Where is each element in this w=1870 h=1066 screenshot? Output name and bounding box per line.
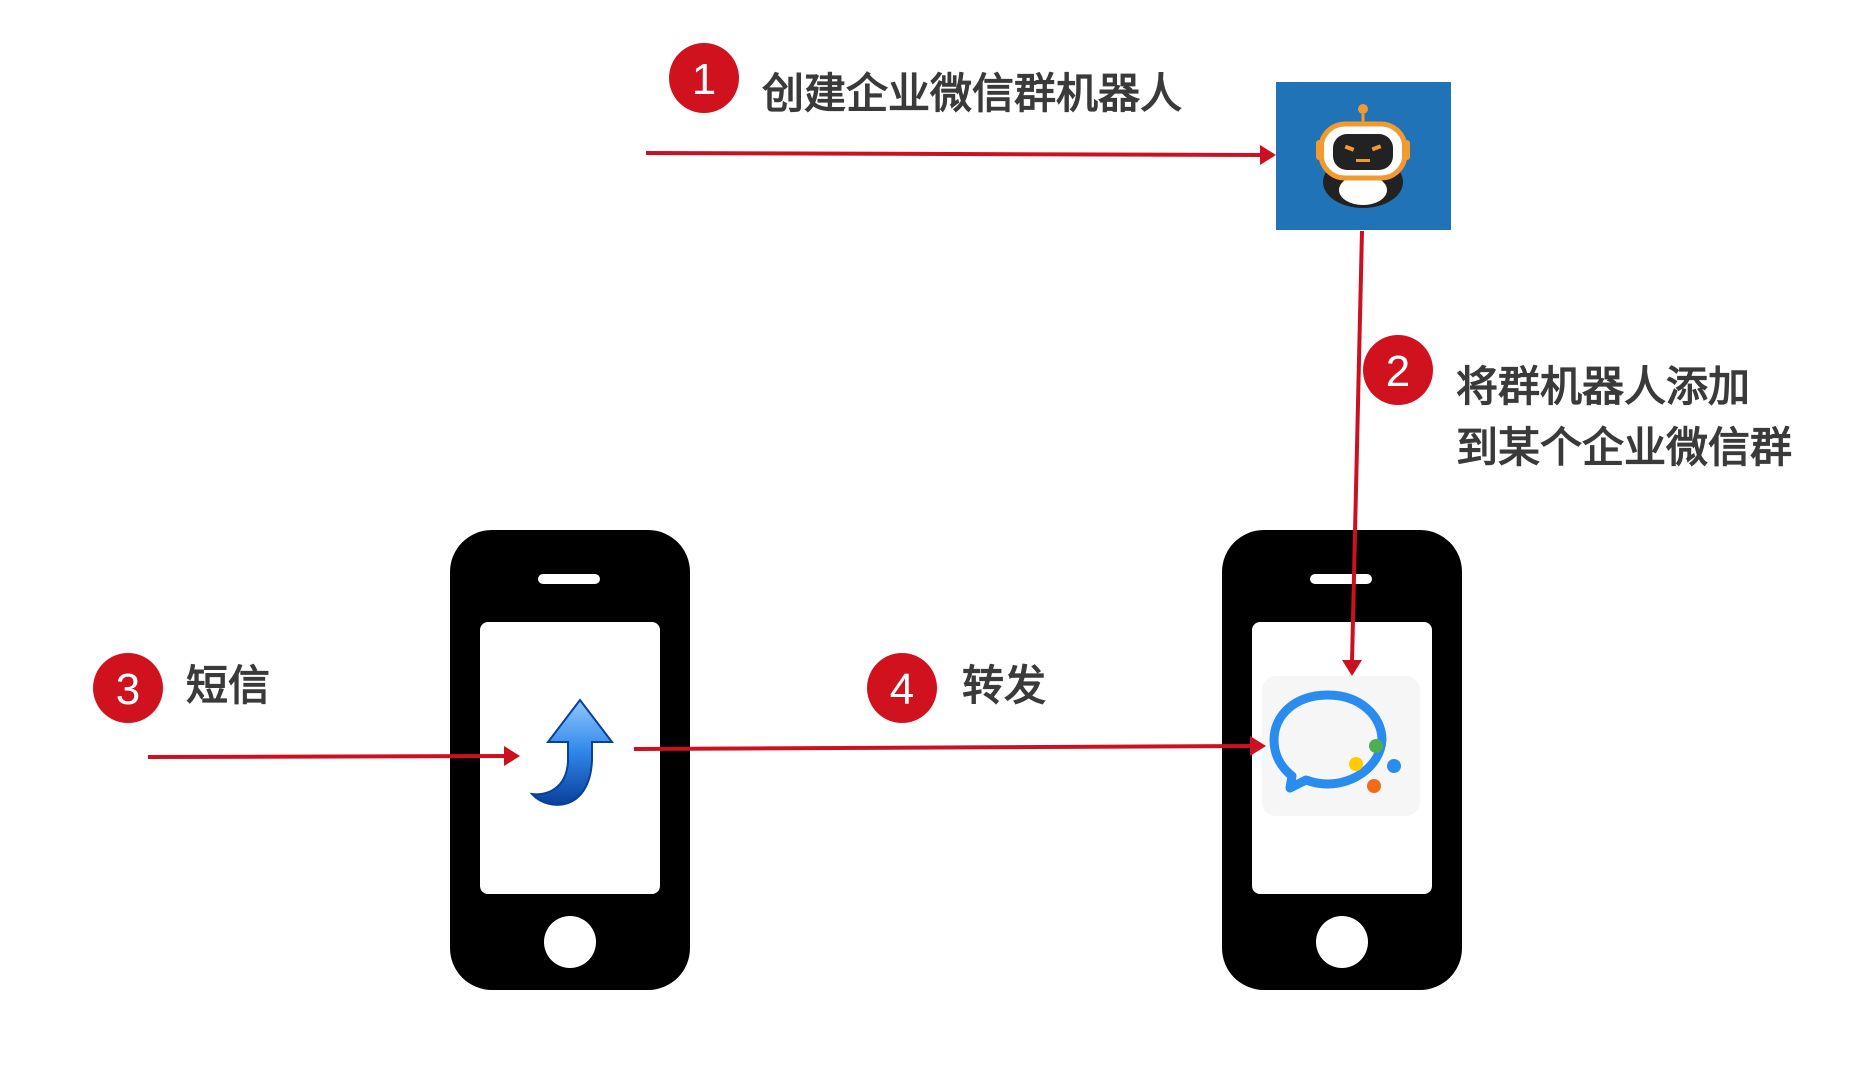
step-number: 1 bbox=[692, 55, 716, 104]
arrow-step-2 bbox=[1342, 230, 1364, 676]
arrow-step-1 bbox=[645, 145, 1276, 165]
robot-icon bbox=[1276, 82, 1451, 230]
step-2-label-line-1: 将群机器人添加 bbox=[1456, 362, 1750, 411]
step-badge-4: 4 bbox=[867, 653, 937, 723]
step-3-label: 短信 bbox=[186, 661, 270, 710]
step-badge-3: 3 bbox=[93, 653, 163, 723]
step-4-label: 转发 bbox=[962, 661, 1046, 710]
step-2-label-line-2: 到某个企业微信群 bbox=[1456, 423, 1792, 472]
step-badge-1: 1 bbox=[669, 43, 739, 113]
blue-up-arrow-icon bbox=[529, 698, 615, 806]
phone-left-speaker bbox=[538, 574, 600, 584]
phone-right-speaker bbox=[1310, 574, 1372, 584]
phone-right-home-button bbox=[1316, 916, 1368, 968]
step-number: 3 bbox=[116, 665, 140, 714]
wecom-chat-icon bbox=[1262, 676, 1420, 816]
step-badge-2: 2 bbox=[1363, 335, 1433, 405]
phone-left-home-button bbox=[544, 916, 596, 968]
step-number: 4 bbox=[890, 665, 914, 714]
arrow-step-4 bbox=[633, 736, 1266, 756]
step-number: 2 bbox=[1386, 347, 1410, 396]
step-1-label: 创建企业微信群机器人 bbox=[762, 69, 1182, 118]
arrow-step-3 bbox=[147, 746, 520, 766]
